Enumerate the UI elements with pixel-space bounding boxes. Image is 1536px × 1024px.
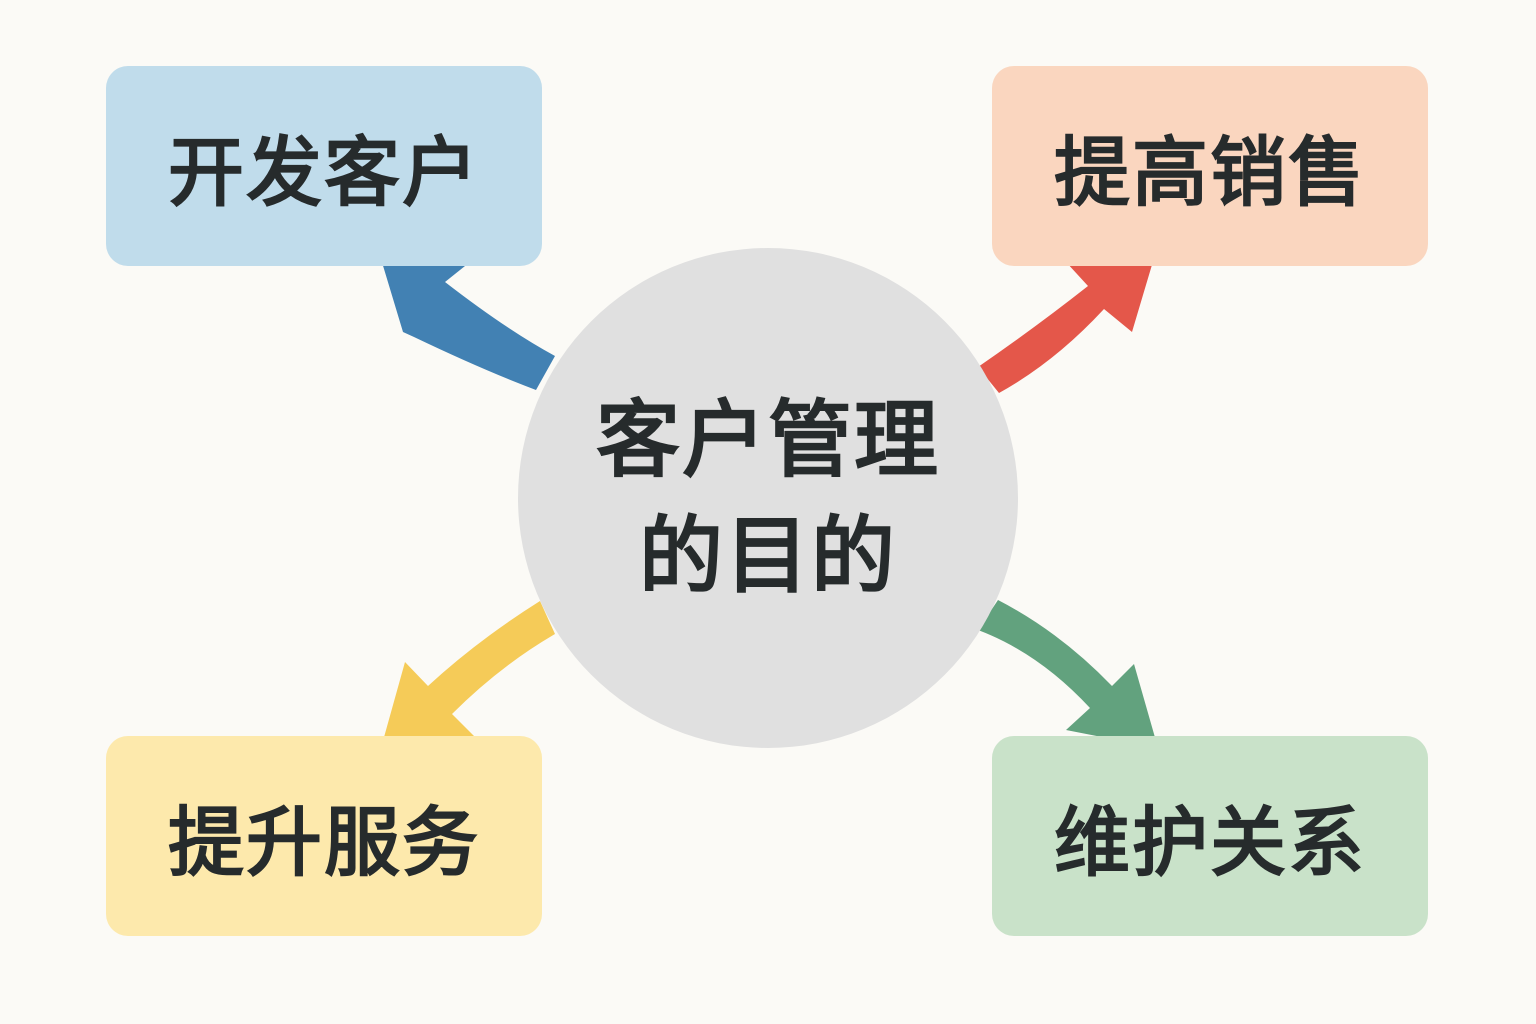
center-topic-circle: 客户管理 的目的 xyxy=(518,248,1018,748)
arrow-to-develop-customers xyxy=(378,249,555,390)
node-increase-sales: 提高销售 xyxy=(992,66,1428,266)
node-label: 提高销售 xyxy=(1054,128,1366,217)
node-label: 开发客户 xyxy=(168,128,480,217)
node-label: 维护关系 xyxy=(1054,798,1366,887)
center-title-line-2: 的目的 xyxy=(638,507,897,605)
node-improve-service: 提升服务 xyxy=(106,736,542,936)
arrow-to-increase-sales xyxy=(978,248,1157,393)
node-develop-customers: 开发客户 xyxy=(106,66,542,266)
node-label: 提升服务 xyxy=(168,798,480,887)
node-maintain-relationships: 维护关系 xyxy=(992,736,1428,936)
arrow-to-maintain-relationships xyxy=(978,600,1158,748)
arrow-to-improve-service xyxy=(381,601,555,748)
center-title-line-1: 客户管理 xyxy=(595,391,940,489)
